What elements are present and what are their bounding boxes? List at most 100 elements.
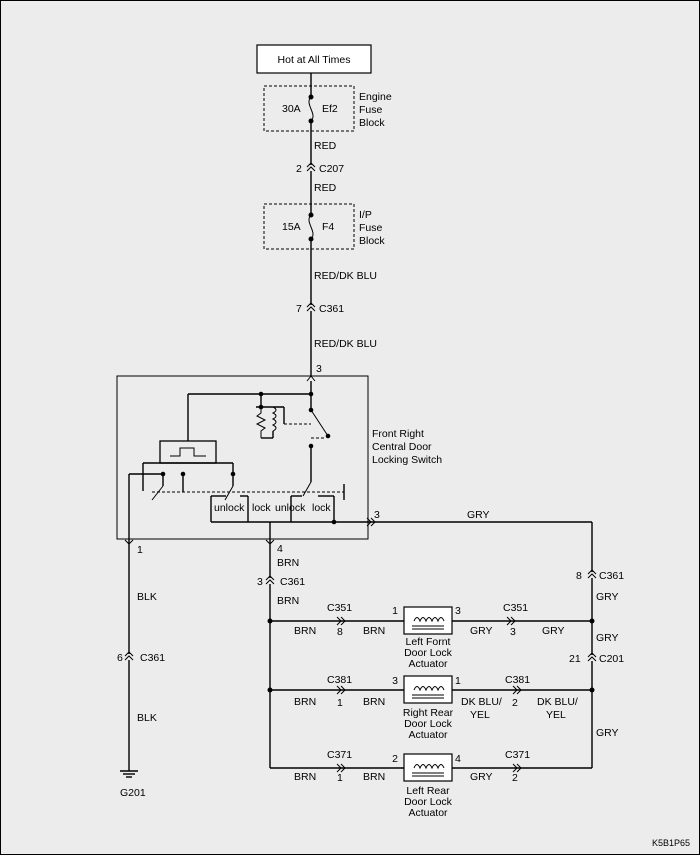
row2-wire-dkbluyel-a2: YEL <box>470 709 490 721</box>
act2-pin-right: 1 <box>455 675 461 687</box>
ip-fuse-block <box>263 203 355 250</box>
c351-left-name: C351 <box>327 602 352 614</box>
fuse-f4-rating: 15A <box>282 221 301 233</box>
c381-right-name: C381 <box>505 674 530 686</box>
c361-brn-name: C361 <box>280 576 305 588</box>
row2-wire-dkbluyel-b2: YEL <box>546 709 566 721</box>
c351-left-pin: 8 <box>337 626 343 638</box>
actuator-right-rear <box>403 675 453 704</box>
c207-name: C207 <box>319 163 344 175</box>
c381-left-pin: 1 <box>337 697 343 709</box>
act3-label-2: Door Lock <box>404 796 453 808</box>
ground-symbol <box>120 770 138 778</box>
ip-fuse-label-2: Fuse <box>359 222 383 234</box>
act1-label-1: Left Fornt <box>406 636 451 648</box>
c371-left-pin: 1 <box>337 772 343 784</box>
wire-brn-mid: BRN <box>277 595 299 607</box>
figure-code: K5B1P65 <box>652 838 690 848</box>
source-label: Hot at All Times <box>278 54 351 66</box>
wire-blk-2: BLK <box>137 712 157 724</box>
contact-unlock-1: unlock <box>214 502 245 514</box>
row2-wire-brn-a: BRN <box>294 696 316 708</box>
switch-label-2: Central Door <box>372 441 432 453</box>
engine-fuse-block <box>263 85 355 132</box>
act3-pin-right: 4 <box>455 753 461 765</box>
c361-blk-pin: 6 <box>117 652 123 664</box>
act1-label-3: Actuator <box>408 658 448 670</box>
c371-right-pin: 2 <box>512 772 518 784</box>
c371-left-name: C371 <box>327 749 352 761</box>
row2-wire-brn-b: BRN <box>363 696 385 708</box>
row3-wire-brn-b: BRN <box>363 771 385 783</box>
row2-wire-dkbluyel-b1: DK BLU/ <box>537 696 578 708</box>
ip-fuse-label-1: I/P <box>359 209 372 221</box>
wire-gry-top: GRY <box>467 509 490 521</box>
contact-lock-2: lock <box>312 502 331 514</box>
c381-right-pin: 2 <box>512 697 518 709</box>
c361-gry-name: C361 <box>599 570 624 582</box>
wire-red-dk-blu-1: RED/DK BLU <box>314 270 377 282</box>
act3-label-3: Actuator <box>408 807 448 819</box>
act2-label-3: Actuator <box>408 729 448 741</box>
switch-label-1: Front Right <box>372 428 424 440</box>
ground-label: G201 <box>120 787 146 799</box>
row3-wire-brn-a: BRN <box>294 771 316 783</box>
wire-gry-r2: GRY <box>596 632 619 644</box>
c201-pin: 21 <box>569 653 581 665</box>
row1-wire-gry-b: GRY <box>542 625 565 637</box>
c361-gry-pin: 8 <box>576 570 582 582</box>
ip-fuse-label-3: Block <box>359 235 385 247</box>
act2-label-2: Door Lock <box>404 718 453 730</box>
fuse-ef2-id: Ef2 <box>322 103 338 115</box>
door-lock-switch-box <box>116 375 369 540</box>
wire-gry-r1: GRY <box>596 591 619 603</box>
contact-unlock-2: unlock <box>275 502 306 514</box>
fuse-f4-id: F4 <box>322 221 334 233</box>
c371-right-name: C371 <box>505 749 530 761</box>
fuse-ef2-rating: 30A <box>282 103 301 115</box>
act1-pin-left: 1 <box>392 605 398 617</box>
engine-fuse-label-1: Engine <box>359 91 392 103</box>
c361-top-pin: 7 <box>296 303 302 315</box>
fuse-f4-symbol <box>308 214 314 240</box>
switch-pin-1: 1 <box>137 544 143 556</box>
c201-name: C201 <box>599 653 624 665</box>
source-box <box>256 44 372 74</box>
switch-pin-4: 4 <box>277 543 283 555</box>
switch-label-3: Locking Switch <box>372 454 442 466</box>
contact-lock-1: lock <box>252 502 271 514</box>
switch-pin-top: 3 <box>316 363 322 375</box>
row1-wire-brn-b: BRN <box>363 625 385 637</box>
switch-pin-right: 3 <box>374 509 380 521</box>
wire-gry-r3: GRY <box>596 727 619 739</box>
actuator-left-rear <box>403 753 453 782</box>
act2-pin-left: 3 <box>392 675 398 687</box>
actuator-left-front <box>403 606 453 635</box>
wire-red-1: RED <box>314 140 337 152</box>
wire-blk-1: BLK <box>137 591 157 603</box>
c361-blk-name: C361 <box>140 652 165 664</box>
act1-label-2: Door Lock <box>404 647 453 659</box>
row1-wire-brn-a: BRN <box>294 625 316 637</box>
act3-label-1: Left Rear <box>406 785 450 797</box>
wire-red-dk-blu-2: RED/DK BLU <box>314 338 377 350</box>
switch-internals <box>128 381 345 536</box>
act1-pin-right: 3 <box>455 605 461 617</box>
row1-wire-gry-a: GRY <box>470 625 493 637</box>
row3-wire-gry: GRY <box>470 771 493 783</box>
fuse-ef2-symbol <box>308 96 314 122</box>
act3-pin-left: 2 <box>392 753 398 765</box>
row2-wire-dkbluyel-a1: DK BLU/ <box>461 696 502 708</box>
c361-top-name: C361 <box>319 303 344 315</box>
c381-left-name: C381 <box>327 674 352 686</box>
c207-pin: 2 <box>296 163 302 175</box>
c351-right-pin: 3 <box>510 626 516 638</box>
c351-right-name: C351 <box>503 602 528 614</box>
wire-brn-top: BRN <box>277 557 299 569</box>
c361-brn-pin: 3 <box>257 576 263 588</box>
engine-fuse-label-2: Fuse <box>359 104 383 116</box>
wire-red-2: RED <box>314 182 337 194</box>
